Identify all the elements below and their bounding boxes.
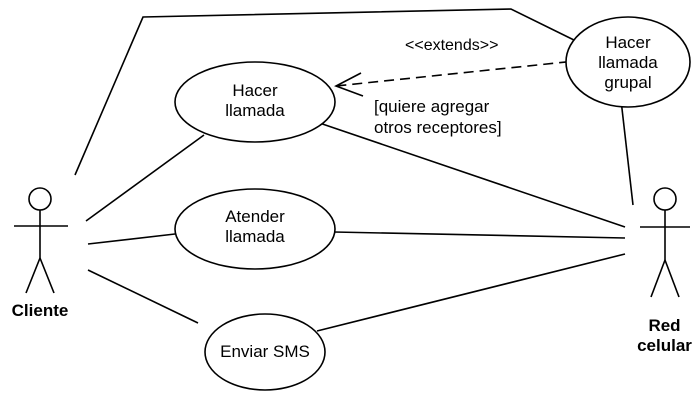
use-case-hacer-llamada-label: Hacer llamada bbox=[185, 81, 325, 121]
use-case-atender-llamada-line2: llamada bbox=[225, 227, 285, 246]
use-case-hacer-llamada-line2: llamada bbox=[225, 101, 285, 120]
association-cliente-enviar-sms bbox=[87, 269, 199, 324]
actor-cliente-label: Cliente bbox=[11, 301, 69, 320]
extends-arrowhead bbox=[334, 72, 364, 97]
use-case-hacer-llamada-grupal bbox=[565, 16, 691, 108]
use-case-enviar-sms-label: Enviar SMS bbox=[220, 342, 310, 361]
association-cliente-hacer-llamada bbox=[85, 134, 205, 222]
use-case-grupal-line1: Hacer bbox=[605, 33, 651, 52]
association-red-atender-llamada bbox=[333, 231, 626, 239]
association-cliente-hacer-llamada-grupal bbox=[74, 8, 579, 176]
actor-red-celular-label: Red celular bbox=[630, 316, 699, 356]
extends-dependency-line bbox=[335, 59, 586, 87]
use-case-grupal-line2: llamada bbox=[598, 53, 658, 72]
association-cliente-atender-llamada bbox=[87, 233, 176, 245]
actor-red-line2: celular bbox=[637, 336, 692, 355]
actor-red-celular-figure bbox=[640, 187, 690, 298]
use-case-grupal-line3: grupal bbox=[604, 73, 652, 92]
extends-condition-line2: otros receptores] bbox=[374, 118, 502, 137]
association-red-hacer-llamada bbox=[295, 114, 626, 228]
use-case-hacer-llamada-line1: Hacer bbox=[232, 81, 278, 100]
actor-red-line1: Red bbox=[648, 316, 681, 335]
use-case-enviar-sms bbox=[204, 313, 326, 391]
use-case-atender-llamada bbox=[174, 188, 336, 270]
actor-cliente-figure bbox=[14, 187, 68, 294]
association-red-enviar-sms bbox=[316, 253, 626, 332]
association-red-hacer-llamada-grupal bbox=[620, 99, 634, 206]
use-case-atender-llamada-label: Atender llamada bbox=[185, 207, 325, 247]
use-case-hacer-llamada bbox=[174, 61, 336, 143]
extends-condition-label: [quiere agregar otros receptores] bbox=[374, 96, 502, 138]
extends-stereotype-label: <<extends>> bbox=[405, 37, 499, 54]
extends-condition-line1: [quiere agregar bbox=[374, 97, 490, 116]
use-case-atender-llamada-line1: Atender bbox=[225, 207, 285, 226]
use-case-hacer-llamada-grupal-label: Hacer llamada grupal bbox=[572, 33, 684, 93]
